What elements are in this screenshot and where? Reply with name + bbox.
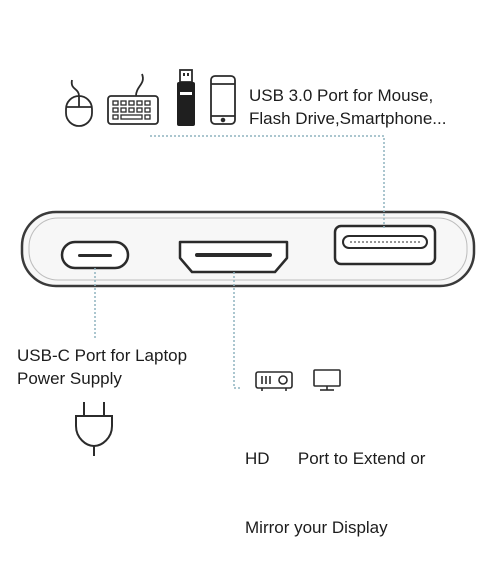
adapter-artwork — [20, 69, 476, 456]
usbc-port-label: USB-C Port for Laptop Power Supply — [17, 344, 187, 390]
hdmi-port — [178, 240, 289, 274]
adapter-diagram: USB 3.0 Port for Mouse, Flash Drive,Smar… — [17, 69, 476, 537]
usbc-label-line2: Power Supply — [17, 369, 122, 388]
usb3-label-line2: Flash Drive,Smartphone... — [249, 109, 447, 128]
mouse-icon — [65, 79, 93, 127]
leader-lines — [94, 135, 385, 389]
usb3-leader-line — [150, 135, 385, 228]
usbc-label-line1: USB-C Port for Laptop — [17, 346, 188, 365]
usb-c-port — [60, 240, 130, 270]
usb3-port-label: USB 3.0 Port for Mouse, Flash Drive,Smar… — [249, 84, 446, 130]
power-plug-icon — [75, 402, 113, 456]
hdmi-label-line1: HD Port to Extend or — [245, 449, 426, 468]
hdmi-port-label: HD Port to Extend or Mirror your Display — [245, 401, 425, 585]
hdmi-leader-line — [233, 272, 240, 389]
monitor-icon — [313, 369, 341, 391]
adapter-body-inner — [28, 217, 468, 281]
usb3-label-line1: USB 3.0 Port for Mouse, — [249, 86, 434, 105]
hdmi-label-line2: Mirror your Display — [245, 518, 388, 537]
usb-3-port — [333, 224, 437, 266]
flash-drive-icon — [177, 69, 195, 126]
projector-icon — [255, 371, 293, 391]
keyboard-icon — [107, 73, 159, 125]
smartphone-icon — [210, 75, 236, 125]
